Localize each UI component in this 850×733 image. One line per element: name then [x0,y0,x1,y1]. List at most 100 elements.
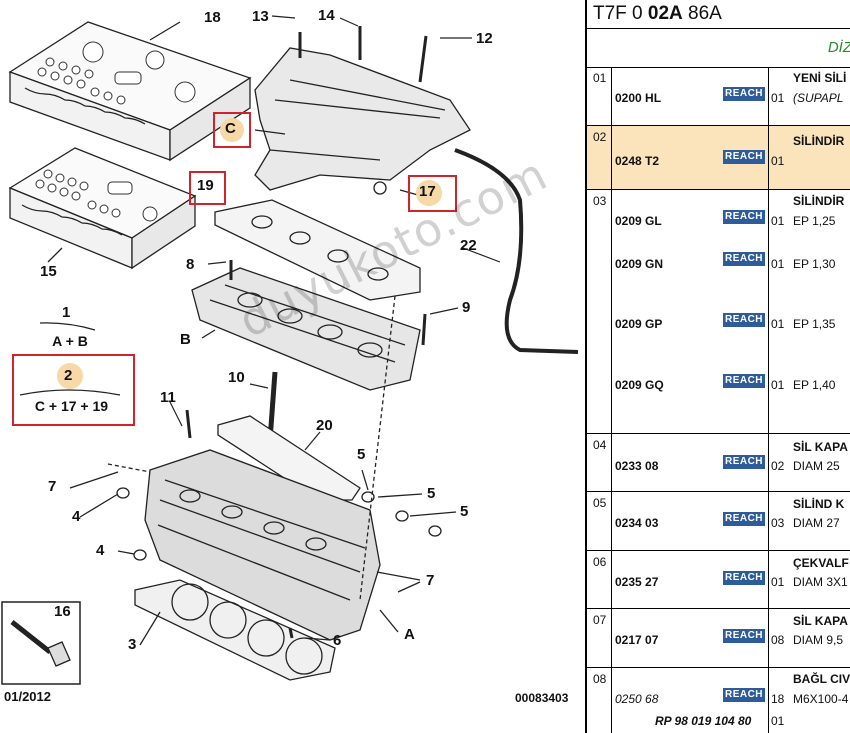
highlight-circle-2 [57,363,83,389]
table-row[interactable]: 07 0217 07 REACH 08 SİL KAPA DIAM 9,5 [587,609,850,668]
gasket-kit-15 [8,147,197,270]
table-row[interactable]: 08 0250 68 REACH 18 BAĞL CIV M6X100-4 RP… [587,668,850,733]
part-ref[interactable]: 0248 T2 [615,154,660,168]
row-index: 04 [593,438,607,452]
intake-manifold-c [254,26,471,195]
part-qty: 01 [771,317,785,331]
part-desc-2: DIAM 3X1 [793,575,848,589]
table-row-selected[interactable]: 02 0248 T2 REACH 01 SİLİNDİR [587,126,850,190]
label-18: 18 [204,9,221,26]
label-b: B [180,331,191,348]
label-3: 3 [128,636,137,653]
part-desc: SİLİNDİR [793,194,845,208]
part-ref[interactable]: 0209 GP [615,317,663,331]
callout-box-2 [12,354,135,426]
label-10: 10 [228,369,245,386]
part-desc-2: DIAM 9,5 [793,633,844,647]
reach-badge: REACH [723,512,765,526]
part-ref[interactable]: 0200 HL [615,91,662,105]
part-desc-2: M6X100-4 [793,692,849,706]
reach-badge: REACH [723,688,765,702]
table-row[interactable]: 04 0233 08 REACH 02 SİL KAPA DIAM 25 [587,434,850,492]
callout-box-19 [189,171,226,205]
part-desc-2: (SUPAPL [793,91,844,105]
part-qty: 01 [771,214,785,228]
label-5b: 5 [427,485,436,502]
part-qty: 08 [771,633,785,647]
part-qty: 01 [771,91,785,105]
part-desc-2: EP 1,35 [793,317,836,331]
label-6: 6 [333,632,342,649]
rp-reference[interactable]: RP 98 019 104 80 [655,714,752,728]
label-4b: 4 [96,542,105,559]
camshaft-cover-b [191,267,421,391]
reach-badge: REACH [723,374,765,388]
table-row[interactable]: 05 0234 03 REACH 03 SİLİND K DIAM 27 [587,492,850,551]
part-desc: YENİ SİLİ [793,71,847,85]
part-ref[interactable]: 0234 03 [615,516,659,530]
subheader-text: DİZE [827,39,850,56]
label-22: 22 [460,237,477,254]
reach-badge: REACH [723,210,765,224]
part-desc-2: DIAM 27 [793,516,840,530]
part-desc-2: EP 1,30 [793,257,836,271]
table-row[interactable]: 06 0235 27 REACH 01 ÇEKVALF DIAM 3X1 [587,551,850,609]
bolt-16-drawing [10,620,71,667]
label-19: 19 [197,177,214,194]
part-desc-2: EP 1,40 [793,378,836,392]
reach-badge: REACH [723,87,765,101]
reach-badge: REACH [723,150,765,164]
label-17: 17 [419,183,436,200]
diagram-date: 01/2012 [4,689,51,704]
part-ref[interactable]: 0209 GL [615,214,662,228]
callout-box-c [213,112,251,148]
cylinder-head-a [144,449,381,641]
table-row[interactable]: 01 0200 HL REACH 01 YENİ SİLİ (SUPAPL [587,67,850,126]
part-desc-2: DIAM 25 [793,459,840,473]
row-index: 06 [593,555,607,569]
reach-badge: REACH [723,571,765,585]
part-ref[interactable]: 0209 GN [615,257,664,271]
parts-table: T7F 0 02A 86A DİZE 01 0200 HL REACH 01 Y… [585,0,850,733]
part-qty: 01 [771,154,785,168]
gasket-kit-18 [8,21,252,162]
part-ref[interactable]: 0250 68 [615,692,659,706]
label-7a: 7 [48,478,57,495]
part-qty: 03 [771,516,785,530]
label-9: 9 [462,299,471,316]
title-bold: 02A [647,3,683,24]
title-suffix: 86A [682,3,722,24]
part-ref[interactable]: 0235 27 [615,575,659,589]
label-12: 12 [476,30,493,47]
exhaust-gasket-20 [217,415,361,501]
part-qty: 18 [771,692,785,706]
label-4a: 4 [72,508,81,525]
label-16: 16 [54,603,71,620]
callout-box-17 [408,175,457,212]
reach-badge: REACH [723,455,765,469]
reach-badge: REACH [723,629,765,643]
label-2: 2 [64,367,73,384]
part-desc: SİLİNDİR [793,134,845,148]
part-qty: 02 [771,459,785,473]
rp-qty: 01 [771,714,785,728]
label-14: 14 [318,7,335,24]
row-index: 02 [593,130,607,144]
label-20: 20 [316,417,333,434]
head-gasket-3 [134,579,336,681]
table-title: T7F 0 02A 86A [589,0,722,26]
label-13: 13 [252,8,269,25]
reach-badge: REACH [723,313,765,327]
part-ref[interactable]: 0209 GQ [615,378,664,392]
label-7b: 7 [426,572,435,589]
part-ref[interactable]: 0217 07 [615,633,659,647]
part-desc: SİL KAPA [793,614,848,628]
part-desc: BAĞL CIV [793,672,850,686]
row-index: 01 [593,71,607,85]
part-ref[interactable]: 0233 08 [615,459,659,473]
parts-drawing [1,15,579,685]
table-row[interactable]: 03 SİLİNDİR 0209 GL REACH 01 EP 1,25 020… [587,190,850,434]
part-desc: SİLİND K [793,497,845,511]
row-index: 07 [593,613,607,627]
part-qty: 01 [771,378,785,392]
